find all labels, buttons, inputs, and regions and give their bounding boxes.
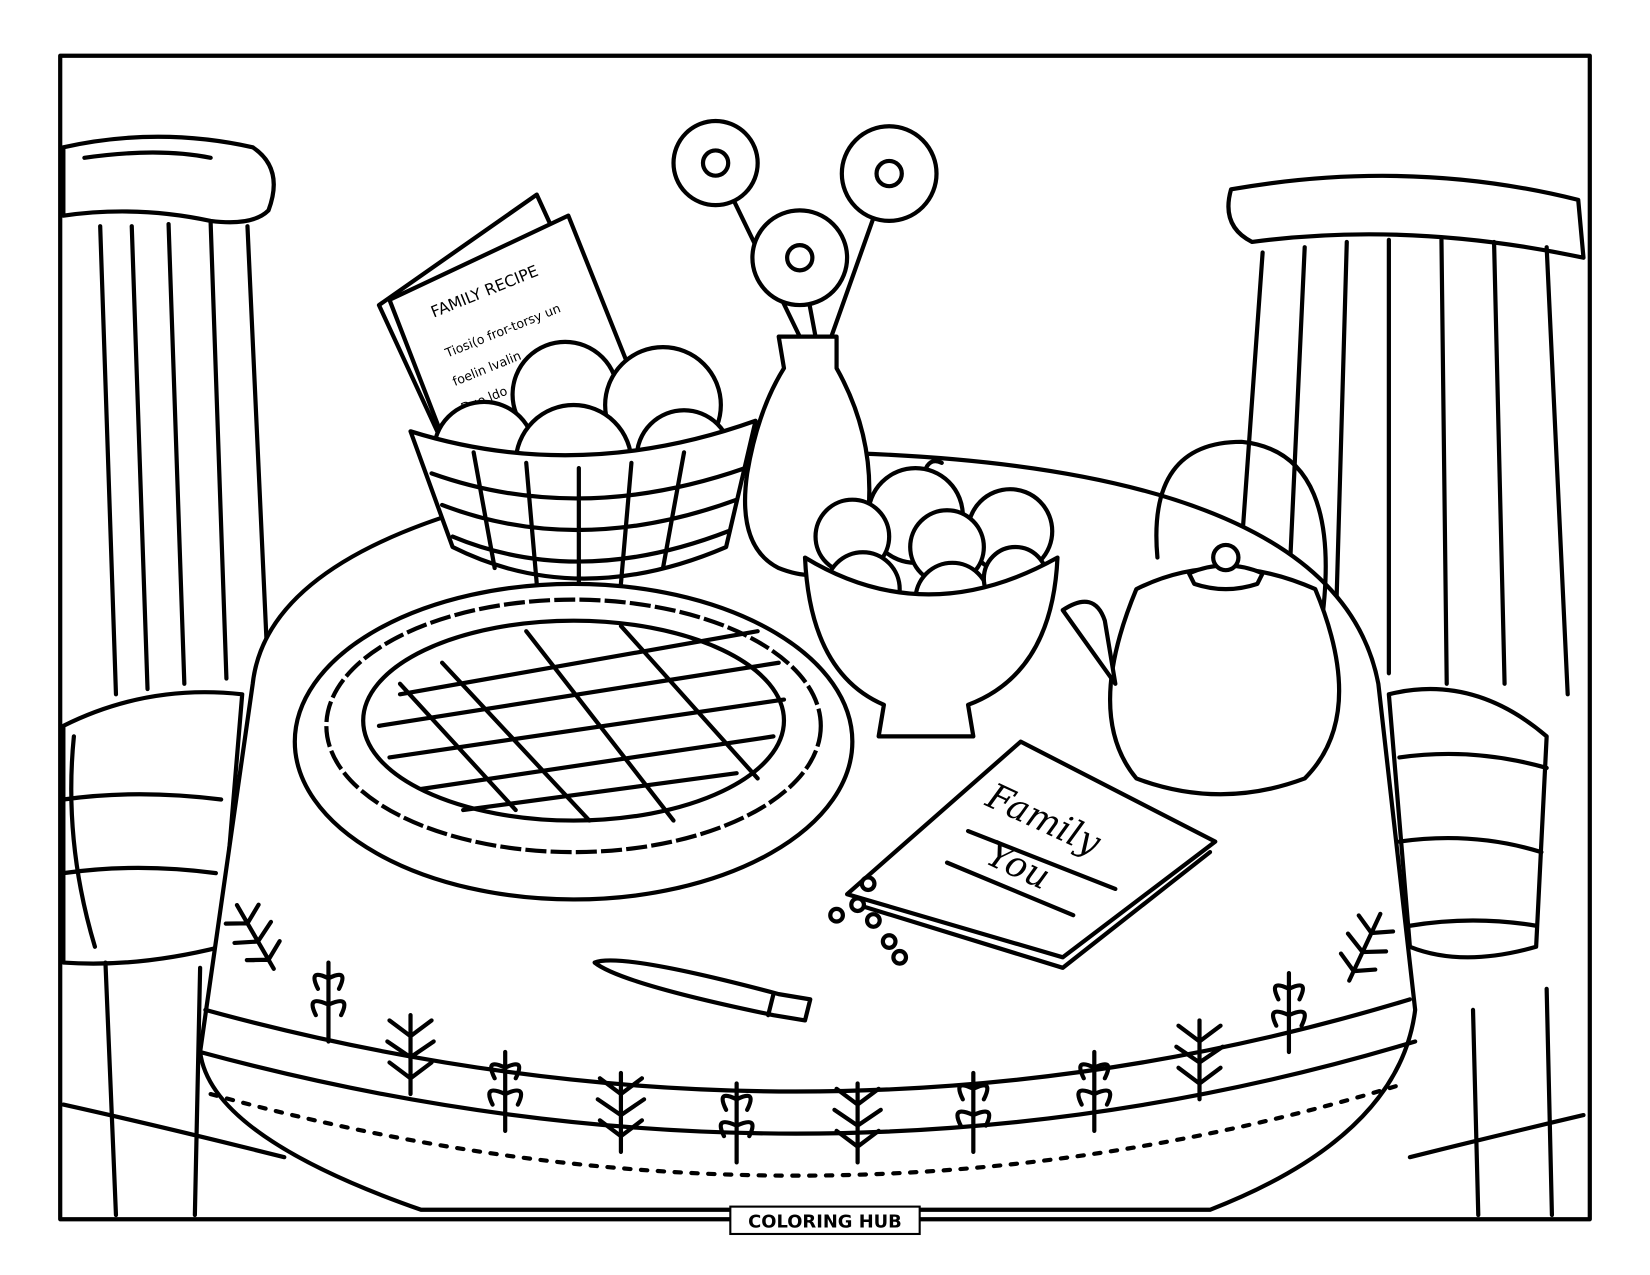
fruit-bowl: [802, 459, 1060, 739]
tablecloth-leaf-motifs: [223, 902, 1396, 1165]
pen: [592, 958, 813, 1023]
fruit-basket: [408, 339, 758, 592]
teapot: [1060, 439, 1342, 797]
lattice-pie: [292, 581, 855, 902]
logo-text: COLORING HUB: [748, 1212, 902, 1233]
note-card: Family You: [844, 739, 1218, 970]
left-chair: [61, 134, 287, 1218]
right-chair: [1226, 173, 1586, 1218]
coloring-hub-logo: COLORING HUB: [729, 1205, 921, 1236]
berry-sprig: [828, 875, 909, 966]
